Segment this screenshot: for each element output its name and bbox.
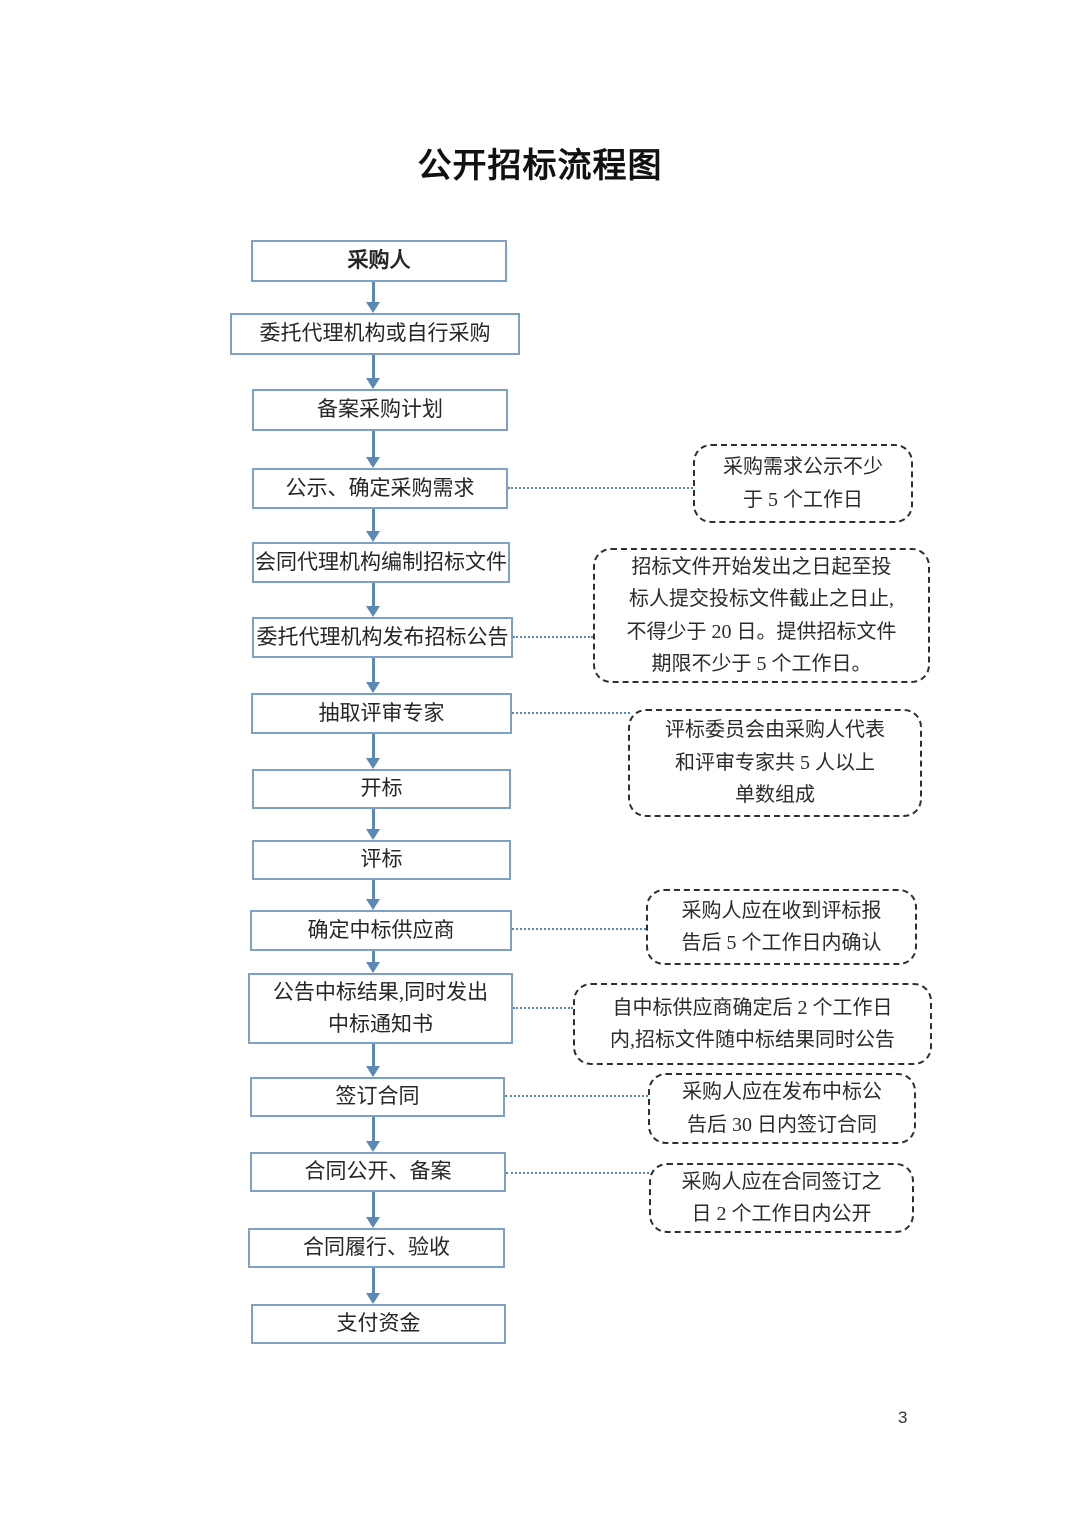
flow-arrow [366,355,380,389]
flow-box-contract-publication-filing: 合同公开、备案 [250,1152,506,1192]
note-connector [513,1007,573,1009]
flow-arrow [366,809,380,840]
flow-arrow [366,282,380,313]
flow-box-publish-bid-announcement: 委托代理机构发布招标公告 [252,617,513,658]
flow-box-announce-results-issue-notice: 公告中标结果,同时发出 中标通知书 [248,973,513,1044]
flow-arrow [366,431,380,468]
note-connector [508,487,693,489]
note-connector [512,928,646,930]
flow-box-publicize-confirm-requirements: 公示、确定采购需求 [252,468,508,509]
flow-box-purchaser: 采购人 [251,240,507,282]
flow-box-select-evaluation-experts: 抽取评审专家 [251,693,512,734]
flow-arrow [366,880,380,910]
flow-box-bid-evaluation: 评标 [252,840,511,880]
note-contract-publication-period: 采购人应在合同签订之 日 2 个工作日内公开 [649,1163,914,1233]
flow-arrow [366,583,380,617]
page-number: 3 [898,1408,908,1427]
note-result-announcement-period: 自中标供应商确定后 2 个工作日 内,招标文件随中标结果同时公告 [573,983,932,1065]
page-title: 公开招标流程图 [417,148,663,185]
note-contract-signing-period: 采购人应在发布中标公 告后 30 日内签订合同 [648,1073,916,1144]
flow-arrow [366,1192,380,1228]
flow-box-determine-winning-supplier: 确定中标供应商 [250,910,512,951]
flow-box-entrust-agency-or-self-procure: 委托代理机构或自行采购 [230,313,520,355]
note-evaluation-committee-composition: 评标委员会由采购人代表 和评审专家共 5 人以上 单数组成 [628,709,922,817]
flow-arrow [366,1117,380,1152]
flow-arrow [366,658,380,693]
flow-arrow [366,734,380,769]
flow-box-sign-contract: 签订合同 [250,1077,505,1117]
note-requirement-publicity-period: 采购需求公示不少 于 5 个工作日 [693,444,913,523]
note-connector [505,1095,648,1097]
flow-box-contract-performance-acceptance: 合同履行、验收 [248,1228,505,1268]
flow-arrow [366,951,380,973]
flow-arrow [366,1044,380,1077]
note-confirmation-period: 采购人应在收到评标报 告后 5 个工作日内确认 [646,889,917,965]
flow-box-pay-funds: 支付资金 [251,1304,506,1344]
flow-box-bid-opening: 开标 [252,769,511,809]
note-connector [513,636,593,638]
flow-arrow [366,1268,380,1304]
note-connector [506,1172,649,1174]
note-connector [512,712,630,714]
flow-arrow [366,509,380,542]
flow-box-file-procurement-plan: 备案采购计划 [252,389,508,431]
flow-box-prepare-bid-documents: 会同代理机构编制招标文件 [252,542,510,583]
note-bid-document-period: 招标文件开始发出之日起至投 标人提交投标文件截止之日止, 不得少于 20 日。提… [593,548,930,683]
